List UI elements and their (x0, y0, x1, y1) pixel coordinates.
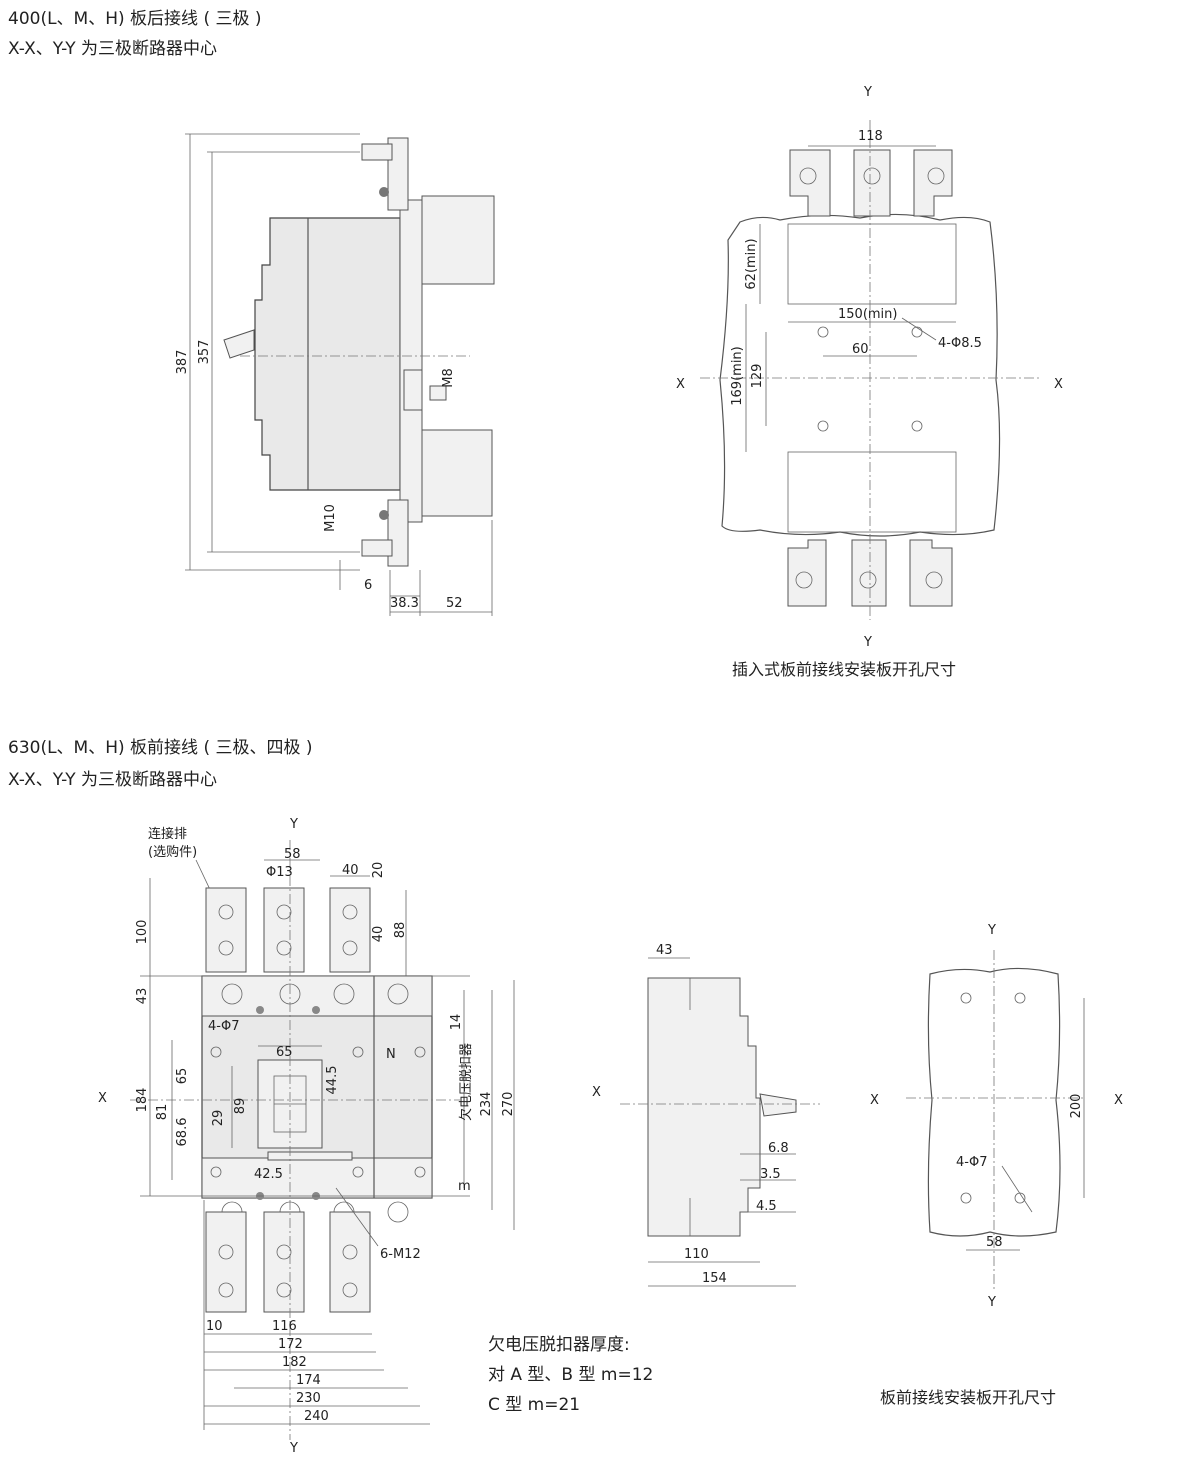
dim-357: 357 (197, 340, 212, 365)
dim-116: 116 (272, 1319, 297, 1334)
dim-270: 270 (501, 1092, 516, 1117)
side-view-630: X 43 6.8 3.5 4.5 110 154 (592, 943, 820, 1287)
side-view-400: 387 357 M8 M10 6 38.3 52 (175, 133, 495, 616)
dim-m10: M10 (323, 504, 338, 532)
dim-200: 200 (1069, 1094, 1084, 1119)
dim-52: 52 (446, 596, 463, 611)
dim-10: 10 (206, 1319, 223, 1334)
busbar-label: 连接排 (148, 826, 187, 842)
dim-129: 129 (750, 364, 765, 389)
axis-x-right-630-cut: X (1114, 1093, 1123, 1108)
dim-40-top: 40 (342, 863, 359, 878)
note-line-ab: 对 A 型、B 型 m=12 (488, 1365, 654, 1385)
dim-3-5: 3.5 (760, 1167, 781, 1182)
axis-x-left-630-cut: X (870, 1093, 879, 1108)
dim-110: 110 (684, 1247, 709, 1262)
dim-89: 89 (233, 1098, 248, 1115)
dim-29: 29 (211, 1110, 226, 1127)
dim-6: 6 (364, 578, 372, 593)
dim-60: 60 (852, 342, 869, 357)
dim-230: 230 (296, 1391, 321, 1406)
dim-169min: 169(min) (730, 346, 745, 405)
axis-y-bottom-400: Y (863, 635, 872, 650)
dim-4-phi-7-front: 4-Φ7 (208, 1019, 239, 1034)
dim-4-phi-7-cut: 4-Φ7 (956, 1155, 987, 1170)
dim-6-8: 6.8 (768, 1141, 789, 1156)
section-630-title: 630(L、M、H) 板前接线 ( 三极、四极 ) (8, 738, 313, 758)
undervoltage-thickness-note: 欠电压脱扣器厚度: 对 A 型、B 型 m=12 C 型 m=21 (488, 1330, 653, 1420)
cutout-view-400: Y Y X X (676, 85, 1063, 650)
plugin-cutout-caption: 插入式板前接线安装板开孔尺寸 (732, 660, 957, 679)
dim-118: 118 (858, 129, 883, 144)
dim-154: 154 (702, 1271, 727, 1286)
dim-43: 43 (135, 988, 150, 1005)
dim-184: 184 (135, 1088, 150, 1113)
axis-x-left-630-side: X (592, 1085, 601, 1100)
busbar-optional-label: (选购件) (148, 844, 197, 860)
axis-x-right-400: X (1054, 377, 1063, 392)
axis-x-left-630: X (98, 1091, 107, 1106)
dim-81: 81 (155, 1104, 170, 1121)
axis-y-top-630: Y (289, 817, 298, 832)
axis-y-top-630-cut: Y (987, 923, 996, 938)
dim-150min: 150(min) (838, 307, 897, 322)
dim-m: m (458, 1179, 471, 1194)
dim-58: 58 (284, 847, 301, 862)
dim-62min: 62(min) (744, 238, 759, 289)
note-line-c: C 型 m=21 (488, 1395, 581, 1415)
front-cutout-caption: 板前接线安装板开孔尺寸 (880, 1388, 1057, 1407)
front-view-630: Y Y X 连接排 (选购件) (98, 817, 516, 1456)
dim-43-side: 43 (656, 943, 673, 958)
note-title: 欠电压脱扣器厚度: (488, 1335, 630, 1355)
dim-174: 174 (296, 1373, 321, 1388)
dim-182: 182 (282, 1355, 307, 1370)
dim-240: 240 (304, 1409, 329, 1424)
dim-4-phi-8-5: 4-Φ8.5 (938, 336, 982, 351)
dim-6-m12: 6-M12 (380, 1247, 421, 1262)
dim-20: 20 (371, 862, 386, 879)
axis-y-bottom-630-cut: Y (987, 1295, 996, 1310)
dim-68-6: 68.6 (175, 1118, 190, 1147)
dim-phi13: Φ13 (266, 865, 293, 880)
section-630-center-note: X-X、Y-Y 为三极断路器中心 (8, 770, 218, 790)
dim-65-horizontal: 65 (276, 1045, 293, 1060)
dim-58-cut: 58 (986, 1235, 1003, 1250)
axis-y-bottom-630: Y (289, 1441, 298, 1456)
dim-65-vertical: 65 (175, 1068, 190, 1085)
dim-38-3: 38.3 (390, 596, 419, 611)
section-400-center-note: X-X、Y-Y 为三极断路器中心 (8, 39, 218, 59)
dim-40-side: 40 (371, 926, 386, 943)
dim-42-5: 42.5 (254, 1167, 283, 1182)
dim-88: 88 (393, 922, 408, 939)
dim-387: 387 (175, 350, 190, 375)
dim-100: 100 (135, 920, 150, 945)
cutout-view-630: Y Y X X 200 4-Φ7 58 (870, 923, 1123, 1310)
axis-x-left-400: X (676, 377, 685, 392)
axis-y-top-400: Y (863, 85, 872, 100)
undervoltage-release-label: 欠电压脱扣器 (458, 1043, 474, 1121)
dim-234: 234 (479, 1092, 494, 1117)
dim-14: 14 (449, 1014, 464, 1031)
dim-44-5: 44.5 (325, 1066, 340, 1095)
dim-172: 172 (278, 1337, 303, 1352)
dim-4-5: 4.5 (756, 1199, 777, 1214)
section-400-title: 400(L、M、H) 板后接线 ( 三极 ) (8, 9, 262, 29)
label-n-pole: N (386, 1047, 396, 1062)
dim-m8: M8 (441, 368, 456, 388)
